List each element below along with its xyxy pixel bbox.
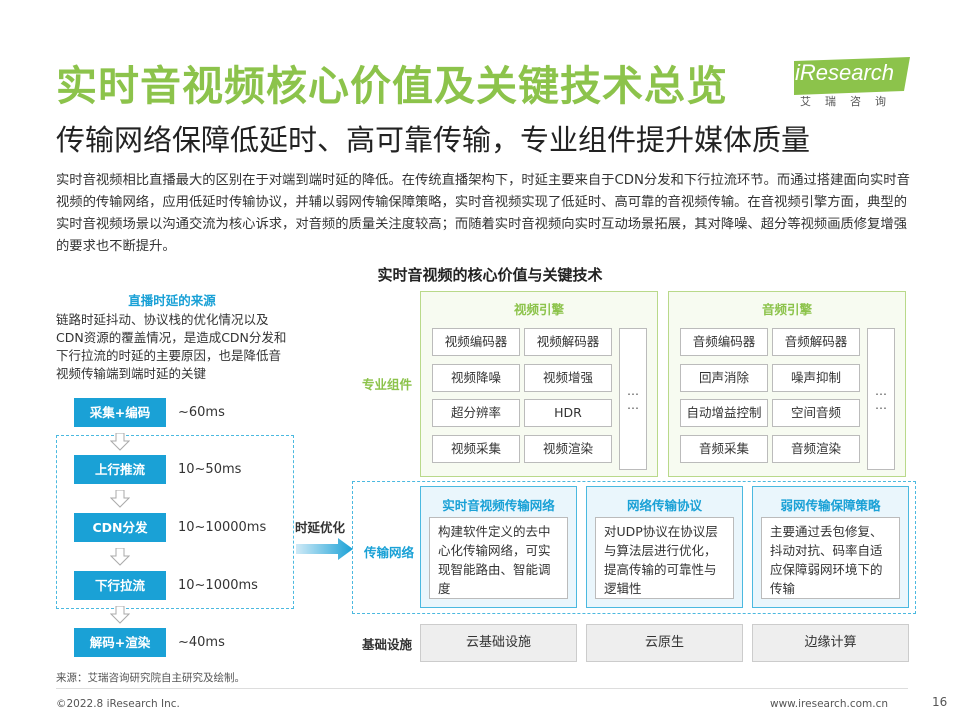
footer-divider (56, 688, 908, 689)
diagram-title: 实时音视频的核心价值与关键技术 (377, 266, 603, 284)
network-card-title: 弱网传输保障策略 (780, 498, 881, 513)
network-card-desc: 构建软件定义的去中心化传输网络，可实现智能路由、智能调度 (429, 517, 568, 599)
video-engine-panel: 视频引擎 视频编码器 视频解码器 视频降噪 视频增强 超分辨率 HDR 视频采集… (420, 291, 658, 477)
network-card-desc: 对UDP协议在协议层与算法层进行优化，提高传输的可靠性与逻辑性 (595, 517, 734, 599)
step-decode-render-latency: ~40ms (178, 635, 225, 650)
copyright: ©2022.8 iResearch Inc. (56, 698, 180, 710)
latency-description: 链路时延抖动、协议栈的优化情况以及CDN资源的覆盖情况，是造成CDN分发和下行拉… (56, 312, 287, 381)
latency-optimization-label: 时延优化 (295, 520, 346, 535)
video-component: 视频解码器 (524, 328, 612, 356)
step-decode-render: 解码+渲染 (74, 628, 166, 657)
down-arrow-icon (110, 548, 130, 566)
infra-edge-computing: 边缘计算 (752, 624, 909, 662)
network-card-title: 实时音视频传输网络 (442, 498, 555, 513)
video-component: HDR (524, 399, 612, 427)
audio-component: 自动增益控制 (680, 399, 768, 427)
network-card-desc: 主要通过丢包修复、抖动对抗、码率自适应保障弱网环境下的传输 (761, 517, 900, 599)
infra-cloud-native: 云原生 (586, 624, 743, 662)
latency-heading: 直播时延的来源 (128, 293, 216, 308)
down-arrow-icon (110, 433, 130, 451)
step-downstream-pull-latency: 10~1000ms (178, 578, 258, 593)
audio-component: 音频解码器 (772, 328, 860, 356)
page-title: 实时音视频核心价值及关键技术总览 (56, 62, 728, 110)
audio-component: 回声消除 (680, 364, 768, 392)
step-capture-encode-latency: ~60ms (178, 405, 225, 420)
transport-network-area (352, 481, 916, 614)
page-subtitle: 传输网络保障低延时、高可靠传输，专业组件提升媒体质量 (56, 123, 811, 157)
infra-cloud: 云基础设施 (420, 624, 577, 662)
video-component: 视频编码器 (432, 328, 520, 356)
audio-component: 空间音频 (772, 399, 860, 427)
row-label-network: 传输网络 (364, 545, 415, 560)
video-component: 视频增强 (524, 364, 612, 392)
audio-component: 噪声抑制 (772, 364, 860, 392)
step-cdn-distribution: CDN分发 (74, 513, 166, 542)
down-arrow-icon (110, 490, 130, 508)
network-card-weak-network: 弱网传输保障策略 主要通过丢包修复、抖动对抗、码率自适应保障弱网环境下的传输 (752, 486, 909, 608)
video-component: 视频降噪 (432, 364, 520, 392)
step-upstream-push: 上行推流 (74, 455, 166, 484)
video-component: 视频采集 (432, 435, 520, 463)
logo-subtext: 艾瑞咨询 (800, 95, 900, 108)
source-note: 来源：艾瑞咨询研究院自主研究及绘制。 (56, 672, 245, 684)
website-link[interactable]: www.iresearch.com.cn (770, 698, 889, 710)
intro-paragraph: 实时音视频相比直播最大的区别在于对端到端时延的降低。在传统直播架构下，时延主要来… (56, 173, 910, 254)
step-upstream-push-latency: 10~50ms (178, 462, 242, 477)
video-component: 超分辨率 (432, 399, 520, 427)
audio-engine-panel: 音频引擎 音频编码器 音频解码器 回声消除 噪声抑制 自动增益控制 空间音频 音… (668, 291, 906, 477)
step-downstream-pull: 下行拉流 (74, 571, 166, 600)
video-engine-title: 视频引擎 (513, 302, 564, 317)
right-arrow-icon (296, 538, 353, 560)
step-capture-encode: 采集+编码 (74, 398, 166, 427)
page-number: 16 (932, 695, 948, 709)
row-label-infrastructure: 基础设施 (362, 637, 413, 652)
audio-component: 音频编码器 (680, 328, 768, 356)
logo-text: iResearch (795, 60, 895, 85)
network-card-protocol: 网络传输协议 对UDP协议在协议层与算法层进行优化，提高传输的可靠性与逻辑性 (586, 486, 743, 608)
network-card-title: 网络传输协议 (626, 498, 702, 513)
row-label-components: 专业组件 (362, 377, 413, 392)
network-card-rtc-network: 实时音视频传输网络 构建软件定义的去中心化传输网络，可实现智能路由、智能调度 (420, 486, 577, 608)
step-cdn-distribution-latency: 10~10000ms (178, 520, 267, 535)
iresearch-logo (794, 57, 910, 95)
video-component: 视频渲染 (524, 435, 612, 463)
audio-component: 音频采集 (680, 435, 768, 463)
audio-component: 音频渲染 (772, 435, 860, 463)
latency-focus-box (56, 435, 294, 609)
down-arrow-icon (110, 606, 130, 624)
more-components-ellipsis: … … (867, 328, 895, 470)
audio-engine-title: 音频引擎 (761, 302, 812, 317)
more-components-ellipsis: … … (619, 328, 647, 470)
